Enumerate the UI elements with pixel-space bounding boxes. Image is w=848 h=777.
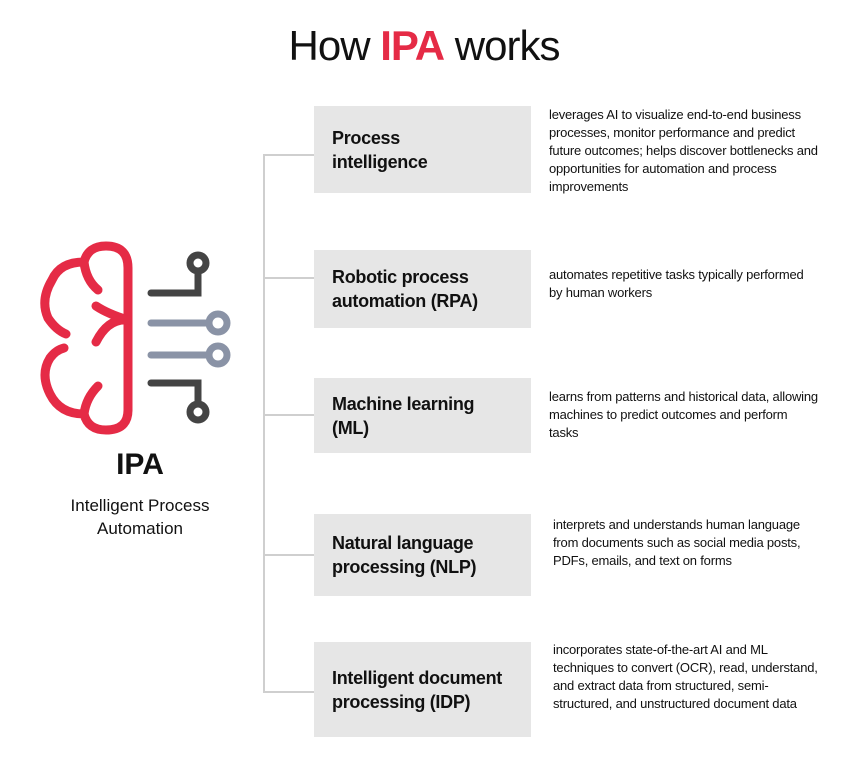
- desc-ml: learns from patterns and historical data…: [549, 389, 818, 440]
- desc-nlp: interprets and understands human languag…: [553, 517, 801, 568]
- brain-circuit-icon: [40, 241, 231, 435]
- ipa-label: IPA: [116, 448, 164, 481]
- connector-trunk: [263, 155, 265, 693]
- box-ml: Machine learning(ML): [314, 378, 531, 453]
- desc-rpa: automates repetitive tasks typically per…: [549, 267, 804, 300]
- connector: [263, 277, 314, 279]
- connector: [263, 154, 314, 156]
- desc-idp: incorporates state-of-the-art AI and ML …: [553, 642, 818, 711]
- page-title: How IPA works: [288, 22, 561, 69]
- desc-process-intelligence: leverages AI to visualize end-to-end bus…: [549, 107, 818, 194]
- connector: [263, 554, 314, 556]
- connector: [263, 691, 314, 693]
- connector: [263, 414, 314, 416]
